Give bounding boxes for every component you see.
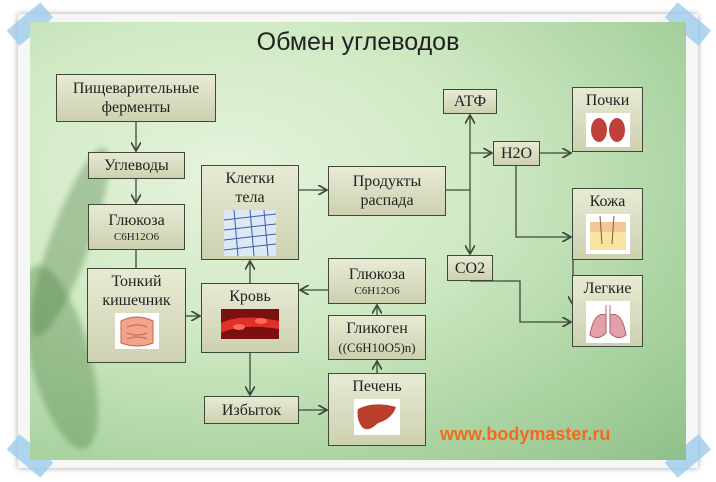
node-cells: Клетки тела (201, 165, 299, 260)
node-intestine: Тонкий кишечник (87, 268, 186, 363)
lungs-image (585, 301, 630, 343)
node-label: Тонкий кишечник (102, 273, 171, 309)
node-co2: CO2 (447, 255, 493, 281)
node-label: H2O (500, 145, 533, 162)
node-excess: Избыток (204, 396, 299, 424)
node-atp: АТФ (443, 89, 497, 114)
blood-image (221, 309, 279, 339)
arrow-lungs-co2 (470, 280, 571, 322)
cells-image (224, 210, 276, 256)
node-label: Гликоген (346, 319, 408, 337)
node-label: Клетки тела (225, 170, 275, 206)
node-water: H2O (493, 141, 540, 166)
node-label: Кровь (229, 288, 271, 305)
formula: C6H12O6 (113, 230, 160, 243)
node-label: Углеводы (104, 157, 169, 174)
node-kidneys: Почки (572, 87, 643, 152)
formula: ((C6H10O5)n) (338, 339, 416, 355)
node-label: Пищеварительные ферменты (72, 80, 200, 116)
diagram-title: Обмен углеводов (256, 28, 460, 56)
node-enzymes: Пищеварительные ферменты (56, 74, 216, 122)
formula: C6H12O6 (354, 284, 400, 297)
node-label: Легкие (583, 280, 632, 297)
skin-image (585, 214, 630, 254)
node-skin: Кожа (572, 188, 643, 260)
node-products: Продукты распада (328, 166, 446, 216)
node-blood: Кровь (201, 283, 299, 353)
node-label: Избыток (221, 401, 282, 419)
node-label: АТФ (453, 93, 487, 110)
arrow-skin (515, 166, 571, 237)
intestine-image (114, 313, 159, 349)
website-url[interactable]: www.bodymaster.ru (440, 424, 611, 444)
node-label: Кожа (589, 193, 626, 210)
node-label: Продукты распада (352, 173, 422, 209)
node-lungs: Легкие (572, 275, 643, 347)
liver-image (354, 399, 400, 435)
node-label: Печень (352, 378, 402, 395)
node-label: Глюкоза (348, 265, 406, 283)
node-label: Глюкоза (108, 211, 165, 229)
node-label: CO2 (454, 259, 486, 277)
node-carbs: Углеводы (88, 152, 185, 179)
node-glycogen: Гликоген ((C6H10O5)n) (328, 315, 426, 360)
node-label: Почки (585, 92, 630, 109)
kidneys-image (585, 113, 630, 147)
node-liver: Печень (328, 373, 426, 446)
